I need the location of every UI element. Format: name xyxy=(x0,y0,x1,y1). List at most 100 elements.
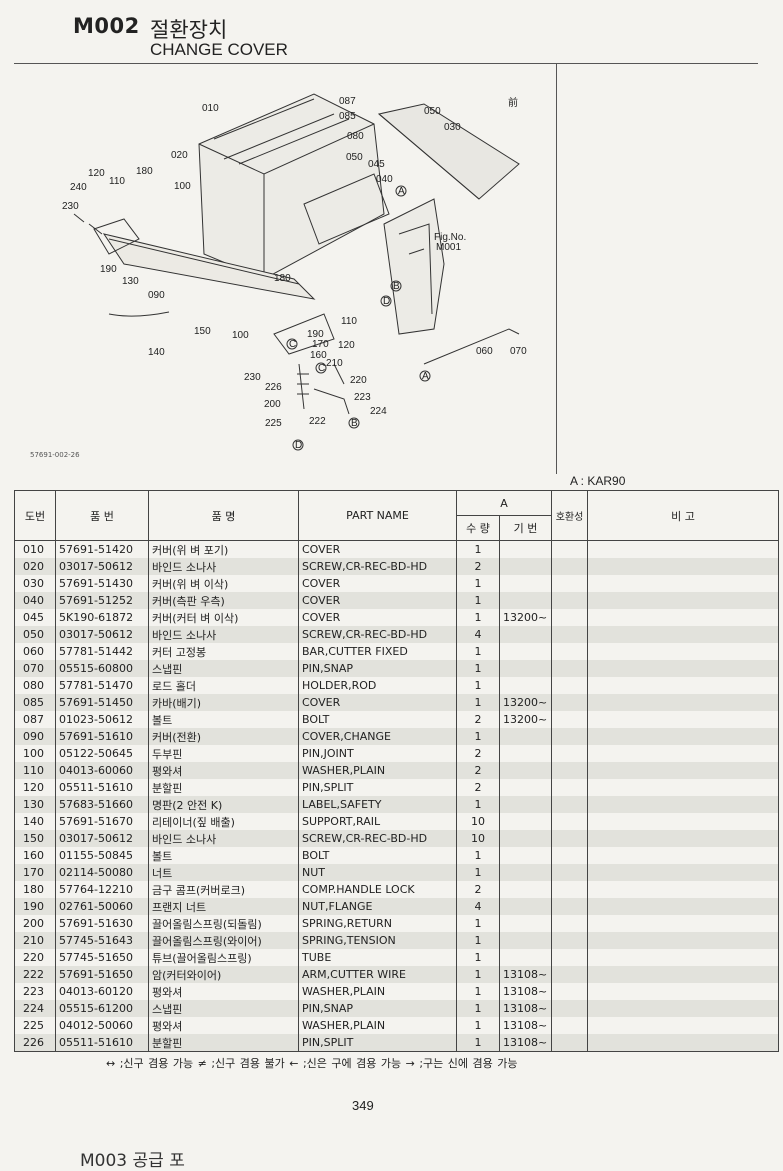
cell-remarks xyxy=(587,1017,779,1034)
cell-name-ko: 프랜지 너트 xyxy=(148,898,299,915)
cell-qty: 10 xyxy=(456,813,500,830)
cell-qty: 1 xyxy=(456,932,500,949)
cell-remarks xyxy=(587,847,779,864)
svg-text:160: 160 xyxy=(310,350,327,361)
cell-compat xyxy=(551,1000,588,1017)
cell-qty: 1 xyxy=(456,643,500,660)
svg-text:085: 085 xyxy=(339,111,356,122)
svg-text:224: 224 xyxy=(370,406,387,417)
cell-name-ko: 끌어올림스프링(되돌림) xyxy=(148,915,299,932)
cell-qty: 2 xyxy=(456,881,500,898)
cell-ref: 080 xyxy=(14,677,56,694)
svg-text:Fig.No.: Fig.No. xyxy=(434,232,466,243)
cell-ref: 220 xyxy=(14,949,56,966)
cell-serial xyxy=(499,847,552,864)
cell-name-ko: 커버(위 벼 이삭) xyxy=(148,575,299,592)
cell-ref: 060 xyxy=(14,643,56,660)
svg-text:180: 180 xyxy=(136,166,153,177)
cell-serial xyxy=(499,813,552,830)
cell-name-ko: 볼트 xyxy=(148,847,299,864)
cell-ref: 180 xyxy=(14,881,56,898)
cell-name-en: ARM,CUTTER WIRE xyxy=(298,966,457,983)
model-label: A : KAR90 xyxy=(570,474,626,488)
cell-remarks xyxy=(587,1034,779,1052)
cell-remarks xyxy=(587,932,779,949)
svg-text:C: C xyxy=(289,339,296,350)
cell-part-no: 05122-50645 xyxy=(55,745,149,762)
cell-name-en: WASHER,PLAIN xyxy=(298,1017,457,1034)
cell-name-en: PIN,SPLIT xyxy=(298,1034,457,1052)
cell-compat xyxy=(551,813,588,830)
cell-ref: 030 xyxy=(14,575,56,592)
svg-text:010: 010 xyxy=(202,103,219,114)
svg-text:230: 230 xyxy=(62,201,79,212)
cell-remarks xyxy=(587,864,779,881)
cell-ref: 210 xyxy=(14,932,56,949)
cell-name-en: SCREW,CR-REC-BD-HD xyxy=(298,626,457,643)
cell-name-ko: 스냅핀 xyxy=(148,660,299,677)
cell-serial: 13200~ xyxy=(499,711,552,728)
cell-serial xyxy=(499,881,552,898)
cell-remarks xyxy=(587,660,779,677)
cell-remarks xyxy=(587,626,779,643)
cell-part-no: 05515-61200 xyxy=(55,1000,149,1017)
cell-name-ko: 볼트 xyxy=(148,711,299,728)
cell-serial: 13108~ xyxy=(499,1034,552,1052)
cell-part-no: 57781-51442 xyxy=(55,643,149,660)
svg-text:060: 060 xyxy=(476,346,493,357)
cell-compat xyxy=(551,898,588,915)
svg-text:050: 050 xyxy=(346,152,363,163)
cell-remarks xyxy=(587,677,779,694)
diagram-divider xyxy=(556,63,557,474)
cell-ref: 070 xyxy=(14,660,56,677)
cell-name-ko: 카바(배기) xyxy=(148,694,299,711)
cell-part-no: 05511-51610 xyxy=(55,1034,149,1052)
cell-name-ko: 금구 콤프(커버로크) xyxy=(148,881,299,898)
header-remarks: 비 고 xyxy=(587,490,779,541)
cell-ref: 190 xyxy=(14,898,56,915)
cell-name-ko: 로드 홀더 xyxy=(148,677,299,694)
cell-compat xyxy=(551,575,588,592)
cell-serial xyxy=(499,915,552,932)
cell-ref: 085 xyxy=(14,694,56,711)
cell-qty: 2 xyxy=(456,762,500,779)
cell-part-no: 57691-51610 xyxy=(55,728,149,745)
cell-qty: 1 xyxy=(456,609,500,626)
cell-ref: 222 xyxy=(14,966,56,983)
cell-name-en: COVER xyxy=(298,592,457,609)
cell-serial xyxy=(499,745,552,762)
cell-name-ko: 너트 xyxy=(148,864,299,881)
svg-text:210: 210 xyxy=(326,358,343,369)
cell-ref: 225 xyxy=(14,1017,56,1034)
cell-remarks xyxy=(587,694,779,711)
cell-remarks xyxy=(587,898,779,915)
svg-text:A: A xyxy=(398,186,405,197)
cell-name-en: LABEL,SAFETY xyxy=(298,796,457,813)
cell-name-ko: 평와셔 xyxy=(148,762,299,779)
cell-name-ko: 커버(위 벼 포기) xyxy=(148,540,299,558)
cell-compat xyxy=(551,762,588,779)
cell-part-no: 5K190-61872 xyxy=(55,609,149,626)
cell-compat xyxy=(551,643,588,660)
cell-name-ko: 끌어올림스프링(와이어) xyxy=(148,932,299,949)
svg-text:240: 240 xyxy=(70,182,87,193)
cell-ref: 087 xyxy=(14,711,56,728)
cell-qty: 1 xyxy=(456,1000,500,1017)
cell-remarks xyxy=(587,779,779,796)
header-name-en: PART NAME xyxy=(298,490,457,541)
cell-qty: 1 xyxy=(456,864,500,881)
cell-compat xyxy=(551,609,588,626)
cell-remarks xyxy=(587,915,779,932)
cell-compat xyxy=(551,677,588,694)
cell-qty: 2 xyxy=(456,558,500,575)
cell-part-no: 04012-50060 xyxy=(55,1017,149,1034)
cell-remarks xyxy=(587,540,779,558)
